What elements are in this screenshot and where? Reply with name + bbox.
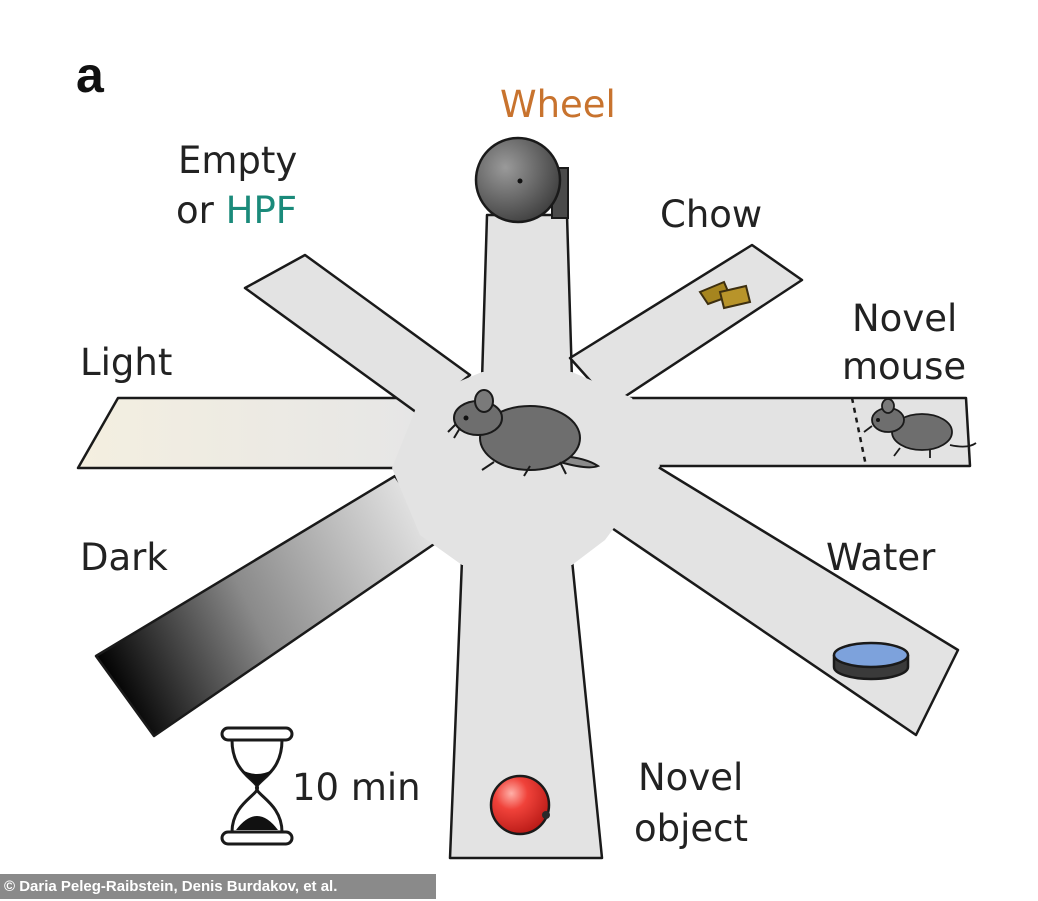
- arm-chow: [568, 243, 804, 407]
- arm-light: [76, 396, 422, 470]
- label-novel-mouse-line1: Novel: [852, 297, 958, 340]
- arm-dark: [94, 474, 442, 738]
- novel-mouse-icon: [863, 398, 977, 458]
- hourglass-icon: [220, 726, 294, 846]
- chow-pellets-icon: [698, 280, 752, 310]
- label-or-hpf: or HPF: [176, 188, 297, 234]
- novel-mouse-barrier: [850, 397, 868, 467]
- label-novel-object-line2: object: [634, 807, 749, 850]
- label-dark: Dark: [80, 536, 168, 579]
- running-wheel-icon: [474, 136, 569, 224]
- arm-empty-hpf: [243, 253, 472, 417]
- arm-water: [598, 460, 960, 737]
- water-dish-icon: [832, 641, 910, 681]
- label-empty: Empty: [178, 139, 298, 182]
- timer-label: 10 min: [292, 766, 421, 809]
- novel-object-ball-icon: [489, 774, 551, 836]
- label-chow: Chow: [660, 193, 763, 236]
- label-light: Light: [80, 341, 173, 384]
- label-hpf: HPF: [225, 189, 298, 232]
- label-or: or: [176, 189, 226, 232]
- panel-label: a: [76, 47, 104, 103]
- image-credit: © Daria Peleg-Raibstein, Denis Burdakov,…: [0, 874, 436, 899]
- label-water: Water: [826, 536, 936, 579]
- label-wheel: Wheel: [500, 83, 616, 126]
- arm-wheel: [480, 213, 574, 382]
- label-novel-object-line1: Novel: [638, 756, 744, 799]
- label-novel-mouse-line2: mouse: [842, 345, 967, 388]
- test-mouse-icon: [447, 389, 601, 477]
